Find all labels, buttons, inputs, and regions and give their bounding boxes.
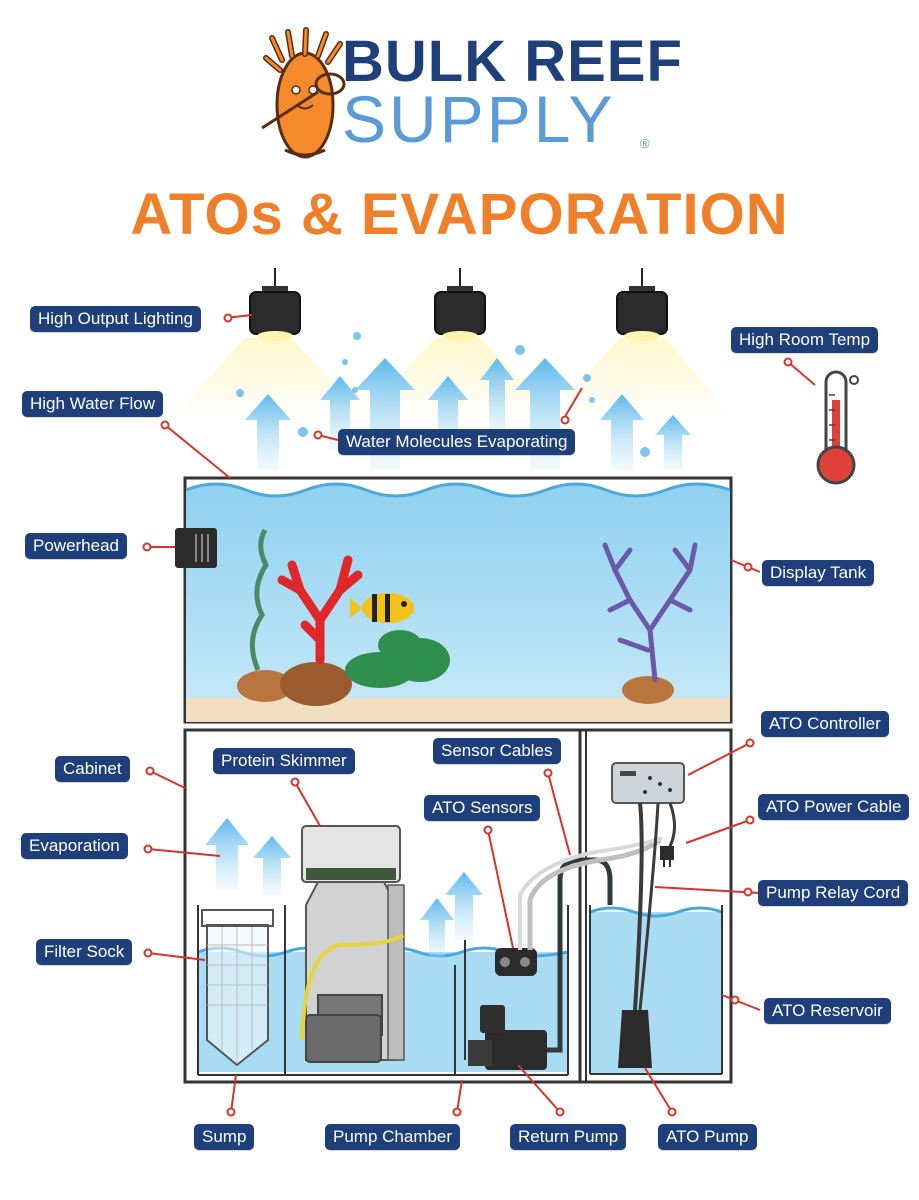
light-fixture-3-icon [616,268,668,341]
water-bubbles [236,332,650,457]
light-fixture-2-icon [434,268,486,341]
thermometer-icon [816,370,859,485]
label-water-molecules-evaporating: Water Molecules Evaporating [338,429,576,455]
leader-lines [142,313,816,1117]
powerhead-icon [175,528,217,568]
label-sump: Sump [194,1124,255,1150]
label-return-pump: Return Pump [510,1124,627,1150]
ato-power-plug-icon [660,846,674,867]
cabinet [183,728,733,1084]
label-evaporation: Evaporation [21,833,128,859]
fish-icon [350,593,414,623]
label-filter-sock: Filter Sock [36,939,133,965]
label-ato-controller: ATO Controller [761,711,889,737]
lighting-fixtures [170,268,735,420]
ato-pump-icon [618,1010,652,1068]
label-ato-power-cable: ATO Power Cable [758,794,910,820]
label-powerhead: Powerhead [25,533,128,559]
label-sensor-cables: Sensor Cables [433,738,561,764]
brand-name-line-1: BULK REEF [342,29,683,94]
label-cabinet: Cabinet [55,756,130,782]
display-tank [175,476,733,724]
label-protein-skimmer: Protein Skimmer [213,748,355,774]
label-high-room-temp: High Room Temp [731,327,879,353]
label-pump-relay-cord: Pump Relay Cord [758,880,909,906]
protein-skimmer-icon [300,825,405,1063]
registered-mark: ® [640,136,650,151]
label-display-tank: Display Tank [762,560,875,586]
label-high-output-lighting: High Output Lighting [30,306,201,332]
ato-controller-icon [611,762,685,804]
label-pump-chamber: Pump Chamber [325,1124,461,1150]
filter-sock-icon [201,909,274,1067]
label-ato-sensors: ATO Sensors [424,795,541,821]
return-pump-icon [468,857,613,1070]
diagram-title: ATOs & EVAPORATION [130,182,789,247]
brand-name-line-2: SUPPLY [342,82,616,156]
mascot-logo-icon [261,27,346,159]
label-ato-pump: ATO Pump [658,1124,757,1150]
label-high-water-flow: High Water Flow [22,391,164,417]
label-ato-reservoir: ATO Reservoir [764,998,891,1024]
light-fixture-1-icon [249,268,301,341]
ato-sensor-icon [495,948,537,976]
